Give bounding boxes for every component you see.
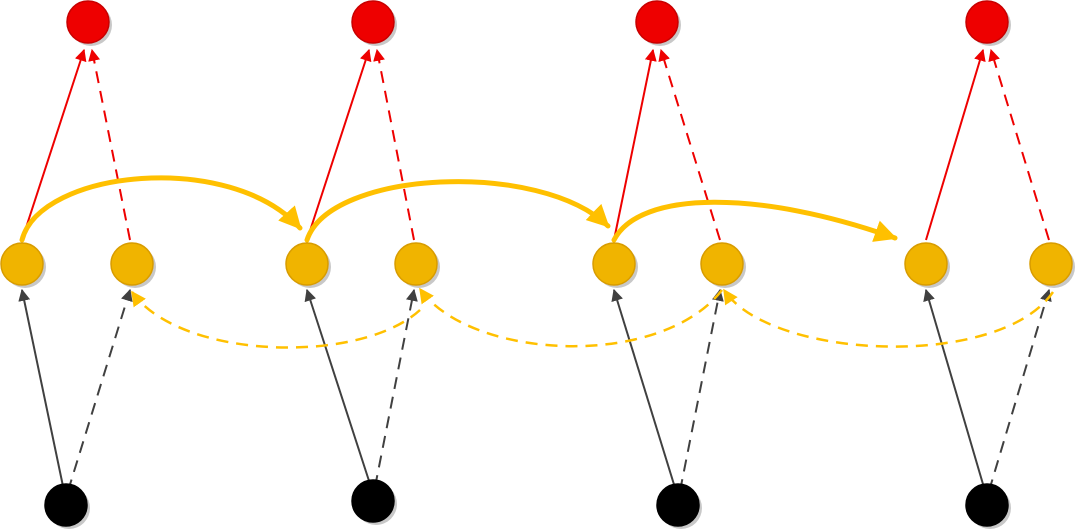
edge-backward-recurrence-4-to-3 [130, 290, 421, 349]
input-node-2 [351, 479, 395, 523]
edge-input-to-forward-1 [18, 288, 65, 492]
edge-forward-to-output-3 [613, 48, 657, 241]
input-node-3 [656, 483, 700, 527]
edge-input-to-backward-3 [679, 288, 724, 492]
edge-forward-to-output-2 [306, 48, 372, 241]
output-node-4 [965, 0, 1009, 44]
edge-input-to-backward-4 [988, 288, 1052, 492]
edge-backward-recurrence-2-to-1 [722, 288, 1055, 348]
input-node-1 [44, 483, 88, 527]
output-node-2 [351, 0, 395, 44]
backward-hidden-node-3 [700, 242, 744, 286]
backward-hidden-node-4 [1029, 242, 1073, 286]
edge-input-to-forward-3 [611, 288, 677, 492]
edge-forward-recurrence-1-to-2 [19, 175, 303, 243]
backward-hidden-node-1 [110, 242, 154, 286]
edge-input-to-forward-4 [923, 288, 986, 492]
edge-backward-recurrence-3-to-2 [418, 287, 723, 348]
forward-hidden-node-2 [285, 242, 329, 286]
forward-hidden-node-3 [592, 242, 636, 286]
edge-forward-recurrence-2-to-3 [304, 179, 611, 243]
edge-backward-to-output-1 [88, 48, 131, 241]
edge-forward-to-output-4 [925, 48, 986, 241]
output-node-1 [66, 0, 110, 44]
input-node-4 [965, 483, 1009, 527]
edge-input-to-forward-2 [304, 288, 372, 488]
forward-hidden-node-4 [904, 242, 948, 286]
edge-forward-recurrence-3-to-4 [611, 199, 898, 243]
edge-backward-to-output-2 [373, 48, 415, 241]
edge-input-to-backward-2 [374, 288, 418, 488]
edges-layer [18, 48, 1055, 492]
edge-forward-to-output-1 [21, 48, 87, 241]
forward-hidden-node-1 [0, 242, 44, 286]
output-node-3 [635, 0, 679, 44]
edge-backward-to-output-3 [658, 48, 721, 241]
backward-hidden-node-2 [394, 242, 438, 286]
edge-backward-to-output-4 [988, 48, 1050, 241]
edge-input-to-backward-1 [67, 288, 133, 492]
